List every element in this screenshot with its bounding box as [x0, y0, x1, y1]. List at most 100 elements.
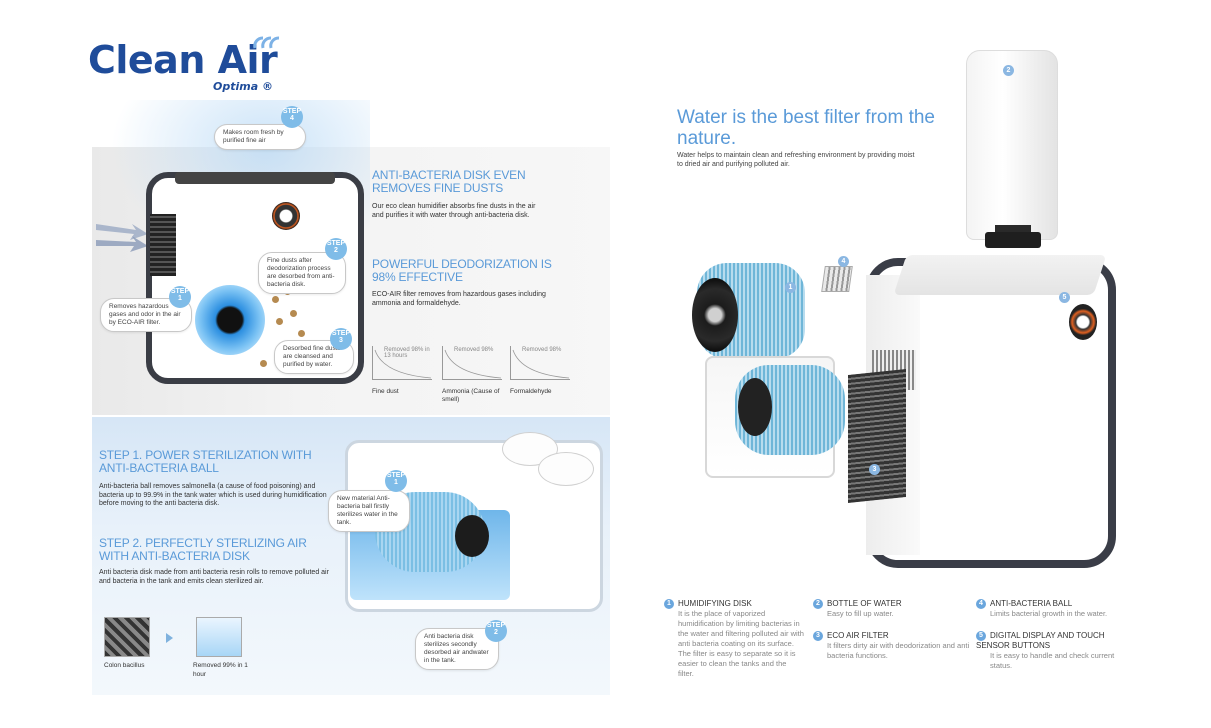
feature-number: 5: [976, 631, 986, 641]
removal-chart-label: Removed 98%: [522, 347, 562, 353]
dust-particle: [272, 296, 279, 303]
petri-dish-icon: [538, 452, 594, 486]
heading-step1-sterilization: STEP 1. POWER STERILIZATION WITH ANTI-BA…: [99, 448, 312, 475]
callout-dot: 4: [838, 256, 849, 267]
callout-dot: 1: [785, 282, 796, 293]
feature-text: It is easy to handle and check current s…: [990, 650, 1115, 670]
water-bottle-illustration: [966, 50, 1058, 240]
feature-number: 4: [976, 599, 986, 609]
stepA-text: New material Anti-bacteria ball firstly …: [337, 495, 398, 526]
device-dial-icon: [272, 202, 300, 230]
feature-title: DIGITAL DISPLAY AND TOUCH SENSOR BUTTONS: [976, 631, 1105, 650]
feature-text: Limits bacterial growth in the water.: [990, 609, 1108, 618]
stepB-text: Anti bacteria disk sterilizes secondly d…: [424, 633, 489, 664]
dust-particle: [298, 330, 305, 337]
logo-arcs-icon: [253, 36, 280, 49]
step-tag: STEP: [386, 472, 406, 479]
text-anti-bacteria-disk: Our eco clean humidifier absorbs fine du…: [372, 203, 536, 219]
heading-deodorization: POWERFUL DEODORIZATION IS 98% EFFECTIVE: [372, 257, 552, 284]
removal-chart-caption: Ammonia (Cause of smell): [442, 388, 500, 403]
step-num: 2: [334, 246, 338, 254]
decay-curve-icon: [444, 349, 502, 379]
feature-text: It is the place of vaporized humidificat…: [678, 609, 804, 678]
step4-bubble: Makes room fresh by purified fine air: [214, 124, 306, 150]
disk-core: [455, 515, 489, 557]
logo-name: Clean Air: [88, 38, 278, 82]
unit-top-display: [893, 255, 1107, 295]
dust-particle: [276, 318, 283, 325]
eco-air-filter-illustration: [848, 368, 906, 504]
micro2-caption: Removed 99% in 1 hour: [193, 662, 248, 678]
anti-bacteria-ball-illustration: [821, 266, 853, 292]
feature-number: 2: [813, 599, 823, 609]
step-tag: STEP: [486, 622, 506, 629]
dust-particle: [290, 310, 297, 317]
bottle-cap: [985, 232, 1041, 248]
feature-bottle-of-water: 2 BOTTLE OF WATER Easy to fill up water.: [813, 599, 973, 619]
colon-bacillus-image: [104, 617, 150, 657]
feature-anti-bacteria-ball: 4 ANTI-BACTERIA BALL Limits bacterial gro…: [976, 599, 1136, 619]
brand-logo: Clean Air Optima ®: [88, 36, 288, 98]
logo-sub: Optima ®: [213, 80, 273, 93]
step-num: 4: [290, 114, 294, 122]
text-deodorization: ECO-AIR filter removes from hazardous ga…: [372, 291, 546, 307]
feature-title: HUMIDIFYING DISK: [678, 599, 752, 609]
feature-number: 1: [664, 599, 674, 609]
step-tag: STEP: [331, 330, 351, 337]
bottle-neck: [995, 225, 1031, 234]
feature-humidifying-disk: 1 HUMIDIFYING DISK It is the place of vap…: [664, 599, 804, 679]
callout-dot: 5: [1059, 292, 1070, 303]
step3-text: Desorbed fine dusts are cleansed and pur…: [283, 345, 341, 368]
page-subtitle: Water helps to maintain clean and refres…: [677, 152, 915, 168]
device-top-panel: [175, 172, 335, 184]
decay-curve-icon: [374, 349, 432, 379]
tank-disk-core: [738, 378, 772, 436]
feature-text: Easy to fill up water.: [827, 609, 894, 618]
step-tag: STEP: [170, 288, 190, 295]
removal-chart-label: Removed 98% in 13 hours: [384, 347, 430, 359]
feature-text: It filters dirty air with deodorization …: [827, 641, 970, 660]
step4-text: Makes room fresh by purified fine air: [223, 129, 284, 144]
removal-chart: [510, 346, 570, 380]
feature-title: ANTI-BACTERIA BALL: [990, 599, 1073, 609]
step1-text: Removes hazardous gases and odor in the …: [109, 303, 181, 326]
heading-anti-bacteria-disk: ANTI-BACTERIA DISK EVEN REMOVES FINE DUS…: [372, 168, 526, 195]
step-num: 2: [494, 628, 498, 636]
step-tag: STEP: [326, 240, 346, 247]
text-step2-sterilizing-air: Anti bacteria disk made from anti bacter…: [99, 569, 329, 585]
step-num: 3: [339, 336, 343, 344]
callout-dot: 3: [869, 464, 880, 475]
removal-chart: [372, 346, 432, 380]
eco-air-filter-grill: [150, 214, 176, 276]
feature-number: 3: [813, 631, 823, 641]
air-intake-arrows-icon: [96, 224, 148, 252]
decay-curve-icon: [512, 349, 570, 379]
removal-chart-caption: Formaldehyde: [510, 388, 552, 395]
anti-bacteria-disk-icon: [195, 285, 265, 355]
dust-particle: [260, 360, 267, 367]
page-title: Water is the best filter from the nature…: [677, 107, 935, 149]
arrow-right-icon: [166, 633, 173, 643]
text-step1-sterilization: Anti-bacteria ball removes salmonella (a…: [99, 483, 327, 507]
step2-text: Fine dusts after deodorization process a…: [267, 257, 335, 288]
removal-chart: [442, 346, 502, 380]
feature-title: BOTTLE OF WATER: [827, 599, 902, 609]
stepA-bubble: New material Anti-bacteria ball firstly …: [328, 490, 410, 532]
callout-dot: 2: [1003, 65, 1014, 76]
step-tag: STEP: [282, 108, 302, 115]
unit-dial-icon: [1069, 304, 1097, 340]
sterilized-water-image: [196, 617, 242, 657]
micro1-caption: Colon bacillus: [104, 662, 145, 669]
disk-face: [692, 278, 738, 352]
step-num: 1: [394, 478, 398, 486]
step-num: 1: [178, 294, 182, 302]
heading-step2-sterilizing-air: STEP 2. PERFECTLY STERLIZING AIR WITH AN…: [99, 536, 307, 563]
removal-chart-label: Removed 98%: [454, 347, 494, 353]
